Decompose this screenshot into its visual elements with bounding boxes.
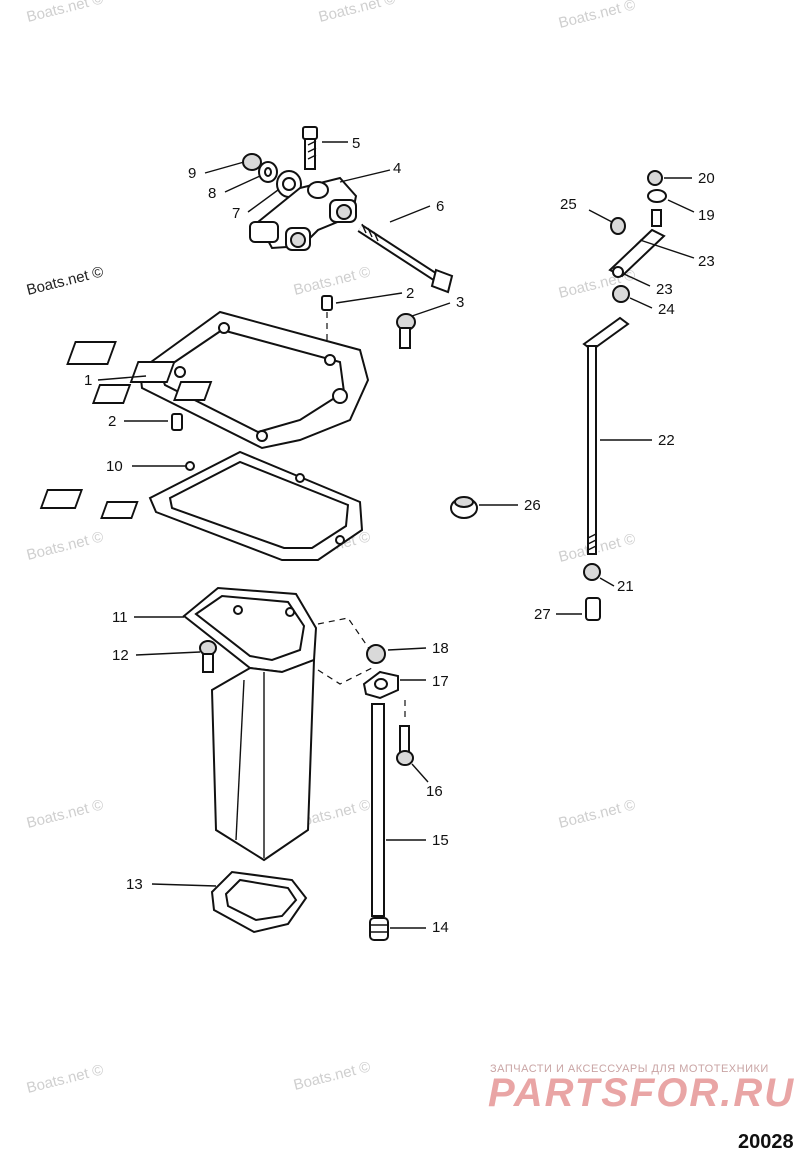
brand-logo: ЗАПЧАСТИ И АКСЕССУАРЫ ДЛЯ МОТОТЕХНИКИ PA… xyxy=(488,1063,795,1115)
callout-3: 3 xyxy=(456,294,464,311)
callout-6: 6 xyxy=(436,198,444,215)
part-20-nut xyxy=(647,170,663,186)
callout-11: 11 xyxy=(112,609,128,626)
watermark: Boats.net © xyxy=(317,0,397,26)
part-3-screw xyxy=(396,313,416,349)
part-1-adaptor-plate xyxy=(66,310,370,450)
callout-22: 22 xyxy=(658,432,675,449)
part-24-bushing xyxy=(612,285,630,303)
brand-tagline: ЗАПЧАСТИ И АКСЕССУАРЫ ДЛЯ МОТОТЕХНИКИ xyxy=(490,1063,769,1075)
callout-26: 26 xyxy=(524,497,541,514)
part-10-gasket xyxy=(39,450,364,561)
callout-13: 13 xyxy=(126,876,143,893)
part-8-washer xyxy=(258,161,278,183)
callout-23-bottom: 23 xyxy=(656,281,673,298)
part-17-bracket xyxy=(362,670,399,700)
callout-2-top: 2 xyxy=(406,285,414,302)
callout-14: 14 xyxy=(432,919,449,936)
watermark: Boats.net © xyxy=(25,796,105,832)
leader-lines xyxy=(97,141,695,929)
callout-21: 21 xyxy=(617,578,634,595)
part-27-bushing xyxy=(585,597,601,621)
part-11-exhaust-housing xyxy=(182,586,318,862)
callout-2-bottom: 2 xyxy=(108,413,116,430)
part-23-link xyxy=(608,209,666,278)
callout-23-top: 23 xyxy=(698,253,715,270)
callout-18: 18 xyxy=(432,640,449,657)
callout-17: 17 xyxy=(432,673,449,690)
part-18-nut xyxy=(366,644,386,664)
part-12-screw xyxy=(199,640,217,673)
callout-5: 5 xyxy=(352,135,360,152)
watermark: Boats.net © xyxy=(292,263,372,299)
callout-15: 15 xyxy=(432,832,449,849)
callout-4: 4 xyxy=(393,160,401,177)
part-22-shift-rod xyxy=(582,316,630,555)
part-26-grommet xyxy=(450,496,478,519)
part-4-housing xyxy=(249,176,358,251)
part-7-washer xyxy=(276,170,302,198)
callout-19: 19 xyxy=(698,207,715,224)
watermark: Boats.net © xyxy=(25,0,105,26)
callout-27: 27 xyxy=(534,606,551,623)
watermark: Boats.net © xyxy=(557,530,637,566)
callout-20: 20 xyxy=(698,170,715,187)
callout-1: 1 xyxy=(84,372,92,389)
part-25-nut xyxy=(610,217,626,235)
callout-25: 25 xyxy=(560,196,577,213)
part-2-dowel-pin-bottom xyxy=(171,413,183,431)
watermark: Boats.net © xyxy=(25,528,105,564)
watermark: Boats.net © xyxy=(292,1058,372,1094)
part-21-nut xyxy=(583,563,601,581)
part-6-long-bolt xyxy=(357,223,454,294)
watermark: Boats.net © xyxy=(25,263,105,299)
part-9-nut xyxy=(242,153,262,171)
part-19-washer xyxy=(647,189,667,203)
watermark: Boats.net © xyxy=(557,796,637,832)
part-5-bolt xyxy=(302,126,318,170)
part-2-dowel-pin-top xyxy=(321,295,333,360)
callout-10: 10 xyxy=(106,458,123,475)
watermark: Boats.net © xyxy=(557,0,637,32)
callout-9: 9 xyxy=(188,165,196,182)
watermark: Boats.net © xyxy=(25,1061,105,1097)
callout-16: 16 xyxy=(426,783,443,800)
callout-7: 7 xyxy=(232,205,240,222)
part-15-shaft xyxy=(371,700,406,917)
part-14-bushing xyxy=(369,917,389,941)
callout-8: 8 xyxy=(208,185,216,202)
part-11-to-17-dashed-connector xyxy=(317,617,373,685)
callout-24: 24 xyxy=(658,301,675,318)
figure-number: 20028 xyxy=(738,1131,794,1153)
part-13-seal xyxy=(210,870,308,934)
brand-name: PARTSFOR.RU xyxy=(488,1071,795,1115)
callouts: 5 9 8 7 4 6 2 3 1 2 10 11 12 13 14 15 16… xyxy=(84,135,715,936)
part-16-screw xyxy=(396,725,414,766)
callout-12: 12 xyxy=(112,647,129,664)
